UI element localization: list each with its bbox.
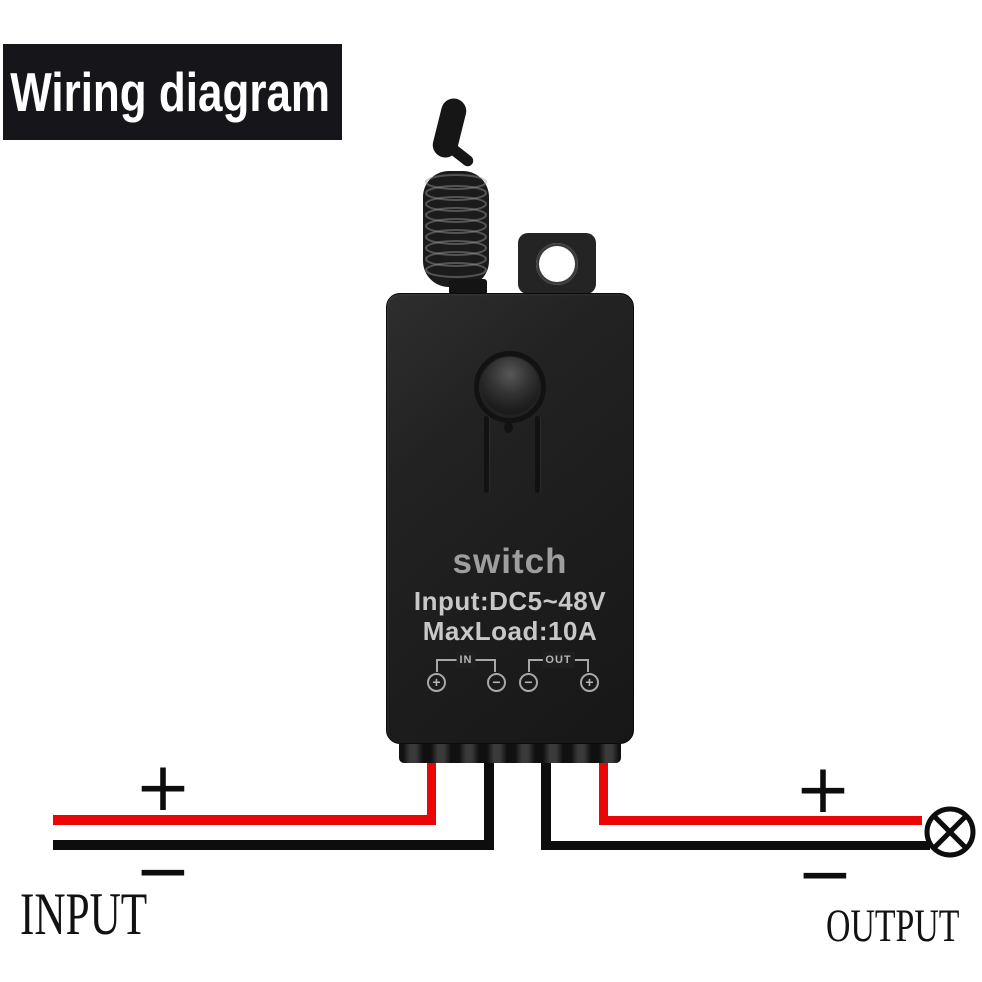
output-minus-sign: − [796,835,854,914]
terminal-out-minus-icon: − [519,673,538,692]
device-name-label: switch [452,542,568,581]
input-positive-wire-vertical [427,756,436,825]
input-label: INPUT [20,881,148,947]
input-negative-wire [53,840,494,850]
input-positive-wire [53,815,436,825]
device-max-load: MaxLoad:10A [422,616,598,646]
input-plus-sign: + [134,748,192,827]
terminal-group-in: IN [436,652,496,672]
output-negative-wire [541,841,930,850]
lamp-icon [922,804,978,865]
terminal-block [399,744,621,763]
antenna-stem [449,279,487,297]
terminal-out-plus-icon: + [580,673,599,692]
input-minus-sign: − [134,832,192,911]
terminal-in-minus-icon: − [487,673,506,692]
output-plus-sign: + [794,750,852,829]
mounting-hole [536,243,578,285]
output-positive-wire [599,816,922,825]
terminal-in-plus-icon: + [427,673,446,692]
input-negative-wire-vertical [484,756,494,850]
page-title: Wiring diagram [10,61,331,123]
button-notch [504,422,513,433]
pairing-button [481,357,539,415]
button-groove-left [484,416,489,493]
relay-module: switch Input:DC5~48V MaxLoad:10A IN OUT … [386,293,634,744]
button-groove-right [535,416,540,493]
output-label: OUTPUT [826,900,960,952]
terminal-in-label: IN [456,652,476,668]
device-input-spec: Input:DC5~48V [413,586,607,616]
terminal-out-label: OUT [542,652,575,668]
output-negative-wire-vertical [541,756,551,850]
banner: Wiring diagram [3,44,342,140]
mounting-tab [518,233,596,294]
button-ring [474,351,546,423]
terminal-group-out: OUT [528,652,589,672]
spring-antenna-icon [420,168,492,295]
output-positive-wire-vertical [599,756,608,825]
